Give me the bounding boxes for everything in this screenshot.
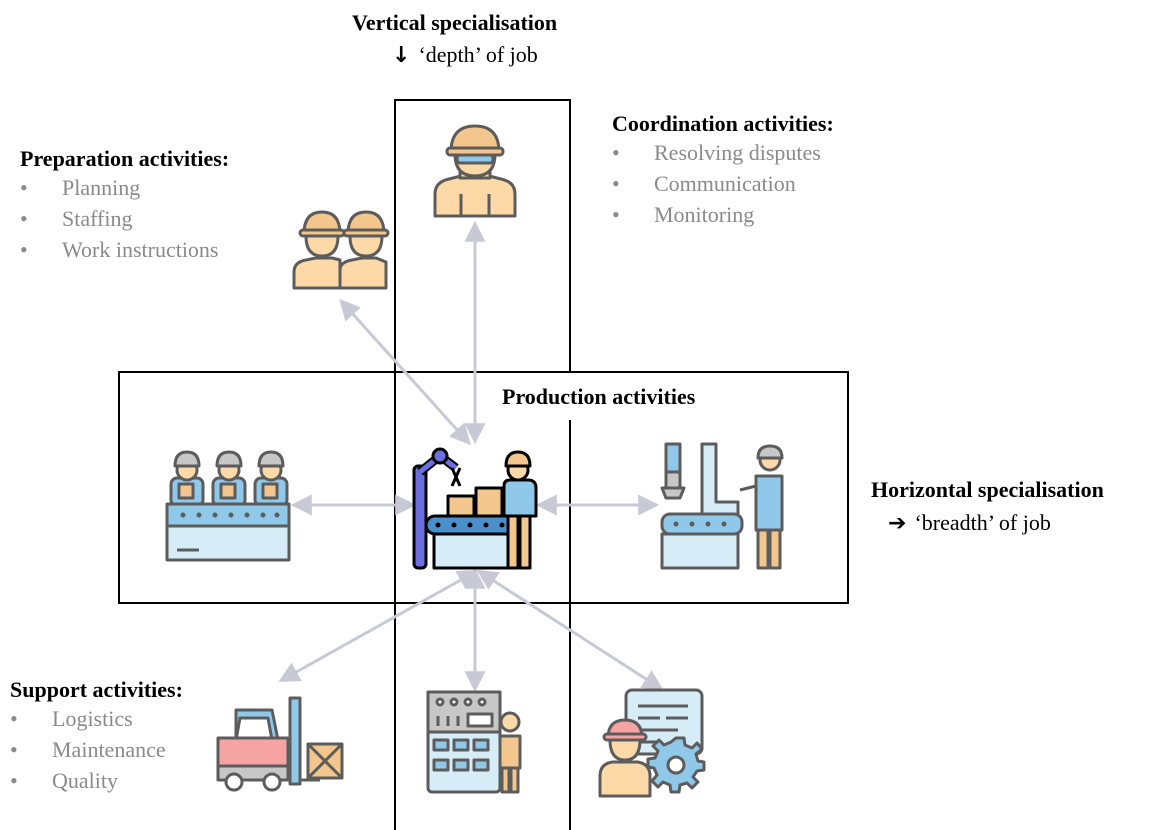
supervisor-worker-icon: [433, 124, 517, 218]
list-item: Communication: [612, 168, 834, 199]
coordination-activities-title: Coordination activities:: [612, 111, 834, 136]
robot-arm-conveyor-worker-icon: [412, 447, 538, 570]
list-item: Quality: [10, 765, 183, 796]
list-item: Monitoring: [612, 199, 834, 230]
support-activities-block: Support activities: Logistics Maintenanc…: [10, 677, 183, 796]
preparation-activities-title: Preparation activities:: [20, 146, 230, 171]
preparation-activities-list: Planning Staffing Work instructions: [20, 172, 229, 265]
horizontal-specialisation-title: Horizontal specialisation: [871, 477, 1104, 502]
vertical-subtitle-text: ‘depth’ of job: [418, 42, 538, 67]
packaging-machine-worker-icon: [660, 442, 784, 570]
horizontal-subtitle-text: ‘breadth’ of job: [914, 510, 1051, 535]
list-item: Resolving disputes: [612, 137, 834, 168]
production-title-mask: [500, 380, 740, 418]
control-panel-worker-icon: [426, 690, 522, 794]
connector-forklift: [278, 569, 479, 683]
production-line-workers-icon: [165, 450, 291, 562]
arrow-right-icon: ➔: [888, 511, 907, 536]
support-activities-list: Logistics Maintenance Quality: [10, 703, 183, 796]
support-activities-title: Support activities:: [10, 677, 183, 702]
quality-inspector-gear-icon: [598, 688, 706, 798]
coordination-activities-list: Resolving disputes Communication Monitor…: [612, 137, 834, 230]
connector-inspector: [476, 569, 664, 691]
list-item: Logistics: [10, 703, 183, 734]
list-item: Work instructions: [20, 234, 229, 265]
two-workers-icon: [292, 210, 390, 290]
arrow-down-icon: ↓: [392, 43, 411, 68]
vertical-specialisation-title: Vertical specialisation: [352, 10, 558, 35]
connector-preparation: [339, 298, 471, 446]
list-item: Staffing: [20, 203, 229, 234]
preparation-activities-block: Preparation activities: Planning Staffin…: [20, 146, 229, 265]
horizontal-specialisation-subtitle: ➔ ‘breadth’ of job: [888, 510, 1051, 536]
connectors: [278, 220, 664, 693]
forklift-icon: [216, 696, 344, 792]
coordination-activities-block: Coordination activities: Resolving dispu…: [612, 111, 834, 230]
production-activities-title: Production activities: [502, 384, 696, 409]
vertical-specialisation-subtitle: ↓ ‘depth’ of job: [392, 42, 538, 68]
list-item: Planning: [20, 172, 229, 203]
list-item: Maintenance: [10, 734, 183, 765]
